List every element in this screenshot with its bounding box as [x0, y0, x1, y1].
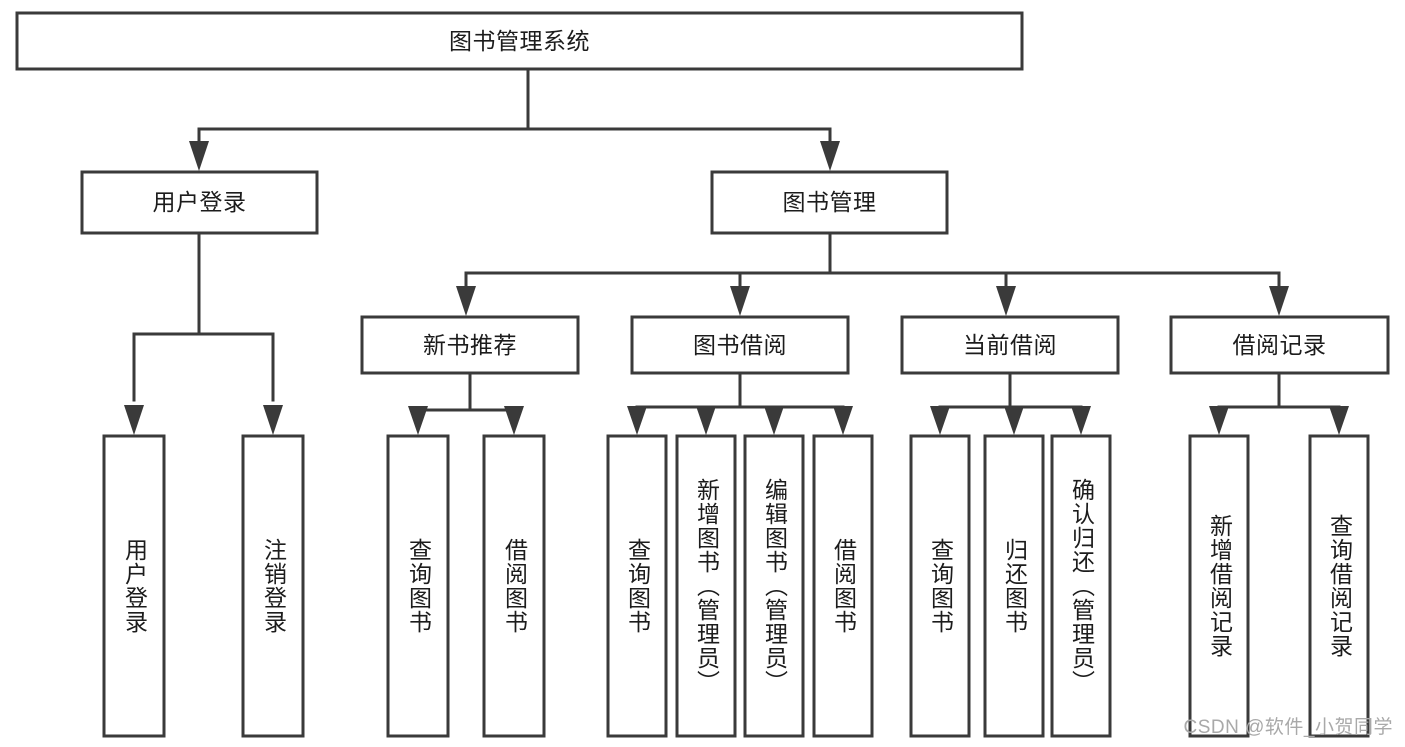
arrow-head-leaf-confirm-return-admin: [1071, 406, 1091, 435]
node-box-leaf-query-book-recommend[interactable]: [386, 434, 450, 738]
arrow-head-book-borrow: [730, 286, 750, 316]
arrow-head-leaf-query-book-current: [930, 406, 950, 435]
node-box-leaf-borrow-book-recommend[interactable]: [482, 434, 546, 738]
node-box-user-login[interactable]: [80, 170, 319, 235]
node-box-book-borrow[interactable]: [630, 315, 850, 375]
arrow-head-leaf-query-borrow-record: [1329, 406, 1349, 435]
node-box-current-borrow[interactable]: [900, 315, 1120, 375]
watermark-text: CSDN @软件_小贺同学: [1183, 717, 1393, 738]
arrow-head-book-management: [820, 141, 840, 171]
node-box-root[interactable]: [15, 11, 1024, 71]
node-box-leaf-confirm-return-admin[interactable]: [1050, 434, 1112, 738]
arrow-head-leaf-user-login: [124, 405, 144, 435]
node-box-leaf-query-borrow-record[interactable]: [1308, 434, 1370, 738]
node-box-leaf-add-borrow-record[interactable]: [1188, 434, 1250, 738]
arrow-head-leaf-add-borrow-record: [1209, 406, 1229, 435]
node-box-leaf-query-book-borrow[interactable]: [606, 434, 668, 738]
arrow-head-leaf-borrow-book-recommend: [504, 406, 524, 435]
node-box-leaf-add-book-admin[interactable]: [675, 434, 737, 738]
arrow-head-borrow-records: [1269, 286, 1289, 316]
node-box-leaf-edit-book-admin[interactable]: [743, 434, 805, 738]
arrow-head-leaf-query-book-borrow: [627, 406, 647, 435]
arrow-head-current-borrow: [996, 286, 1016, 316]
arrow-head-leaf-borrow-book: [833, 406, 853, 435]
node-box-leaf-query-book-current[interactable]: [909, 434, 971, 738]
node-box-leaf-user-logout[interactable]: [241, 434, 305, 738]
arrow-head-user-login: [189, 141, 209, 171]
node-box-new-book-recommend[interactable]: [360, 315, 580, 375]
arrow-head-leaf-return-book: [1004, 406, 1024, 435]
node-box-borrow-records[interactable]: [1169, 315, 1390, 375]
node-box-leaf-borrow-book[interactable]: [812, 434, 874, 738]
node-box-leaf-user-login[interactable]: [102, 434, 166, 738]
arrow-head-leaf-add-book-admin: [696, 406, 716, 435]
arrow-head-new-book-recommend: [456, 286, 476, 316]
arrow-head-leaf-query-book-recommend: [408, 406, 428, 435]
node-box-leaf-return-book[interactable]: [983, 434, 1045, 738]
node-box-book-management[interactable]: [710, 170, 949, 235]
arrow-head-leaf-user-logout: [263, 405, 283, 435]
arrow-head-leaf-edit-book-admin: [764, 406, 784, 435]
